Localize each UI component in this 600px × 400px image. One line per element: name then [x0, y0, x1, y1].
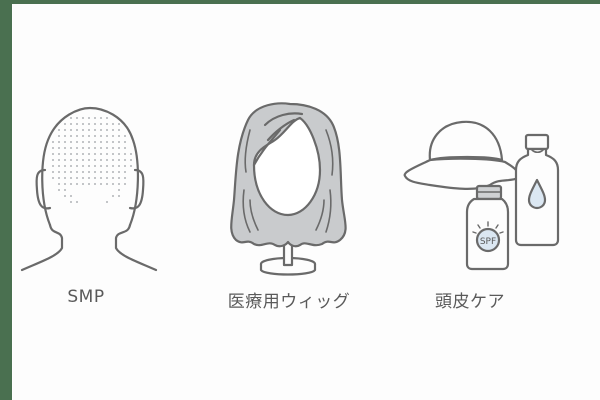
label-smp: SMP	[67, 287, 105, 307]
head-back-dots-icon	[20, 106, 158, 272]
spf-text: SPF	[480, 237, 496, 247]
hat-and-bottles-icon: SPF	[403, 120, 560, 271]
label-scalp-care: 頭皮ケア	[435, 292, 505, 312]
scalp-dots	[52, 117, 132, 203]
label-wig: 医療用ウィッグ	[227, 292, 351, 312]
wig-on-stand-icon	[230, 102, 347, 276]
